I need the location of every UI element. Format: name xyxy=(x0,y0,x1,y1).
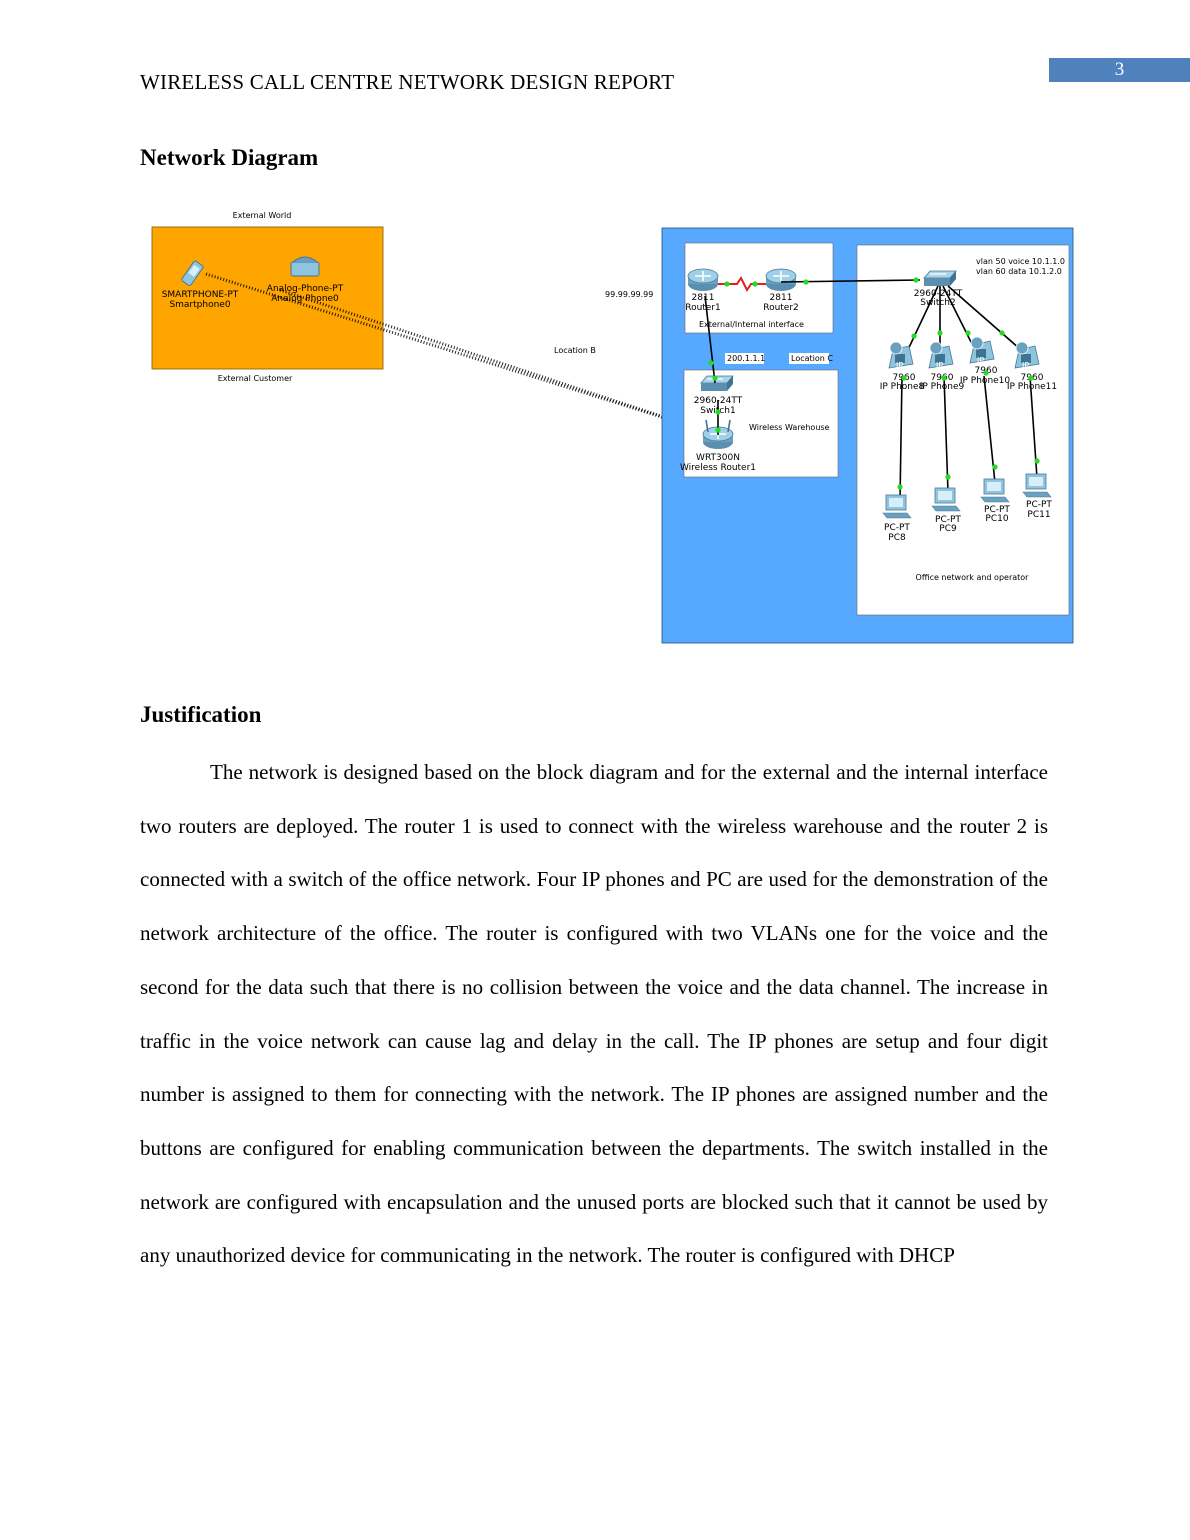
justification-paragraph: The network is designed based on the blo… xyxy=(140,760,1048,1268)
pc8-model: PC-PT xyxy=(884,523,910,533)
page-number: 3 xyxy=(1049,58,1190,82)
ip-phone11-name: IP Phone11 xyxy=(1007,382,1057,392)
pc9-name: PC9 xyxy=(939,524,957,534)
external-world-area xyxy=(151,226,384,370)
location-c-label: Location C xyxy=(791,354,833,363)
pc11-name: PC11 xyxy=(1027,510,1050,520)
wireless-router-name: Wireless Router1 xyxy=(680,463,756,473)
office-area xyxy=(856,244,1070,616)
wireless-link-smartphone xyxy=(205,272,701,431)
ip-badge-10: IP xyxy=(977,356,984,365)
switch2-name: Switch2 xyxy=(920,298,955,308)
router1-name: Router1 xyxy=(685,303,721,313)
smartphone-name: Smartphone0 xyxy=(169,300,230,310)
routers-area-label: External/Internal interface xyxy=(699,320,804,329)
router2-model: 2811 xyxy=(770,293,793,303)
ip-phone10-name: IP Phone10 xyxy=(960,376,1011,386)
router2-name: Router2 xyxy=(763,303,799,313)
warehouse-label: Wireless Warehouse xyxy=(749,423,830,432)
ip-badge-11: IP xyxy=(1022,361,1029,370)
office-label: Office network and operator xyxy=(916,573,1030,582)
switch2-model: 2960-24TT xyxy=(914,289,963,299)
external-world-label: External World xyxy=(233,211,292,220)
location-b-label: Location B xyxy=(554,346,596,355)
smartphone-model: SMARTPHONE-PT xyxy=(162,290,239,300)
network-diagram-heading: Network Diagram xyxy=(140,145,319,170)
warehouse-area xyxy=(683,369,839,478)
vlan-voice-label: vlan 50 voice 10.1.1.0 xyxy=(976,257,1065,266)
running-head: WIRELESS CALL CENTRE NETWORK DESIGN REPO… xyxy=(140,70,675,94)
analog-phone-icon xyxy=(290,256,320,277)
pc11-model: PC-PT xyxy=(1026,500,1052,510)
switch2-icon xyxy=(923,270,957,287)
smartphone-icon xyxy=(181,260,204,286)
network-diagram: External World External Customer SMARTPH… xyxy=(140,200,1080,650)
pc10-model: PC-PT xyxy=(984,505,1010,515)
ip-badge-9: IP xyxy=(936,361,943,370)
pc8-name: PC8 xyxy=(888,533,906,543)
external-customer-label: External Customer xyxy=(218,374,293,383)
justification-heading: Justification xyxy=(140,702,262,727)
wireless-router-icon xyxy=(702,419,734,450)
ip-external-label: 99.99.99.99 xyxy=(605,290,653,299)
router1-model: 2811 xyxy=(692,293,715,303)
vlan-data-label: vlan 60 data 10.1.2.0 xyxy=(976,267,1062,276)
router1-icon xyxy=(687,268,719,292)
ip-phone9-name: IP Phone9 xyxy=(920,382,965,392)
ip-badge-8: IP xyxy=(896,361,903,370)
router2-icon xyxy=(765,268,797,292)
ip-internal-label: 200.1.1.1 xyxy=(727,354,765,363)
wireless-router-model: WRT300N xyxy=(696,453,740,463)
pc9-model: PC-PT xyxy=(935,515,961,525)
link-lights xyxy=(708,277,1040,490)
analog-phone-model: Analog-Phone-PT xyxy=(267,284,344,294)
analog-phone-name: Analog Phone0 xyxy=(271,294,339,304)
ip-phone8-name: IP Phone8 xyxy=(880,382,925,392)
pc10-name: PC10 xyxy=(985,514,1008,524)
